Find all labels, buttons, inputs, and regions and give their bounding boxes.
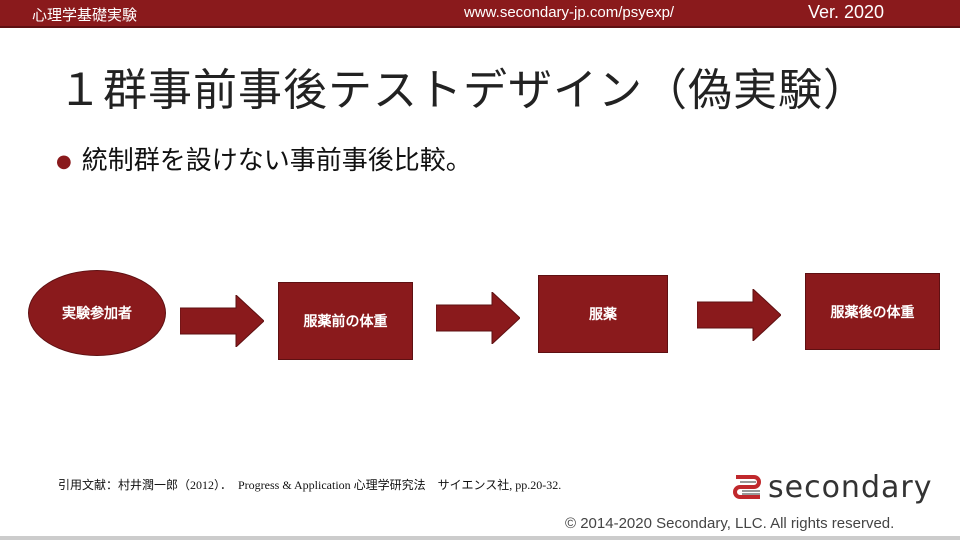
version-label: Ver. 2020 (808, 2, 885, 22)
site-url[interactable]: www.secondary-jp.com/psyexp/ (464, 4, 675, 21)
logo-text: secondary (768, 470, 933, 505)
copyright: © 2014-2020 Secondary, LLC. All rights r… (565, 515, 895, 532)
secondary-logo: secondary (732, 470, 932, 505)
post-weight-box: 服薬後の体重 (805, 273, 940, 350)
arrow-right-icon (436, 292, 520, 344)
citation: 引用文献：村井潤一郎（2012）． Progress & Application… (58, 478, 562, 492)
medication-box: 服薬 (538, 275, 668, 353)
bullet-dot-icon: ● (56, 151, 72, 172)
arrow-right-icon (697, 289, 781, 341)
participants-ellipse: 実験参加者 (28, 270, 166, 356)
header-bar: 心理学基礎実験 www.secondary-jp.com/psyexp/ Ver… (0, 0, 960, 28)
bullet-text: 統制群を設けない事前事後比較。 (81, 146, 472, 176)
bottom-divider (0, 536, 960, 540)
logo-mark-icon (733, 474, 761, 499)
pre-weight-box: 服薬前の体重 (278, 282, 413, 360)
slide-title: １群事前事後テストデザイン（偽実験） (58, 65, 868, 116)
bullet-item: ● 統制群を設けない事前事後比較。 (56, 140, 472, 177)
course-title: 心理学基礎実験 (32, 7, 138, 24)
arrow-right-icon (180, 295, 264, 347)
